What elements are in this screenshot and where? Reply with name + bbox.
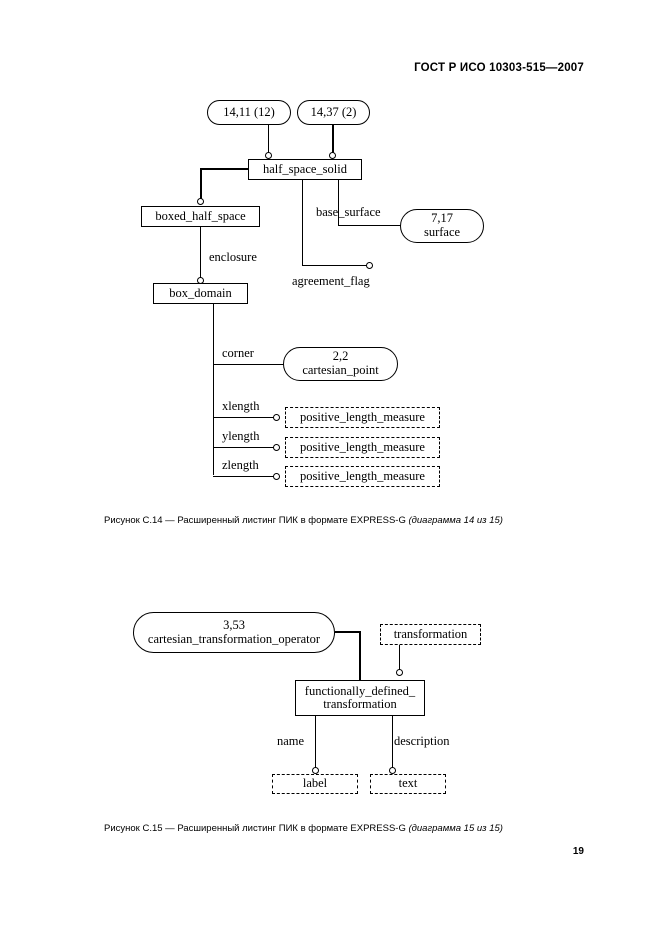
node-positive-length-measure-1: positive_length_measure — [285, 407, 440, 428]
edge-agreement-flag-h — [302, 265, 368, 267]
standard-header: ГОСТ Р ИСО 10303-515—2007 — [414, 62, 584, 74]
edge-ref1437-to-halfspacesolid — [332, 125, 335, 155]
node-positive-length-measure-2: positive_length_measure — [285, 437, 440, 458]
edge-ref1411-to-halfspacesolid — [268, 125, 270, 155]
node-box-domain: box_domain — [153, 283, 248, 304]
edge-label-base-surface: base_surface — [316, 205, 381, 219]
node-cartesian-point-ref: 2,2 cartesian_point — [283, 347, 398, 381]
edge-label-name: name — [277, 734, 305, 748]
edge-label-corner: corner — [222, 346, 254, 360]
edge-name — [315, 716, 317, 770]
edge-transformation-to-fdt — [399, 645, 401, 671]
figure-14-caption: Рисунок С.14 — Расширенный листинг ПИК в… — [104, 515, 503, 526]
node-half-space-solid: half_space_solid — [248, 159, 362, 180]
figure-14-caption-suffix: (диаграмма 14 из 15) — [408, 515, 503, 526]
edge-cto-to-fdt-v — [359, 631, 362, 681]
relation-circle-xlength — [273, 414, 280, 421]
relation-circle-ref1437 — [329, 152, 336, 159]
node-positive-length-measure-3: positive_length_measure — [285, 466, 440, 487]
node-transformation: transformation — [380, 624, 481, 645]
relation-circle-transformation — [396, 669, 403, 676]
edge-label-agreement-flag: agreement_flag — [292, 274, 370, 288]
relation-circle-boxedhalfspace — [197, 198, 204, 205]
page-number: 19 — [572, 846, 584, 857]
edge-label-zlength: zlength — [222, 458, 259, 472]
node-ref-14-11: 14,11 (12) — [207, 100, 291, 125]
edge-label-xlength: xlength — [222, 399, 260, 413]
node-text: text — [370, 774, 446, 794]
node-boxed-half-space: boxed_half_space — [141, 206, 260, 227]
relation-circle-ylength — [273, 444, 280, 451]
edge-description — [392, 716, 394, 770]
figure-15-caption: Рисунок С.15 — Расширенный листинг ПИК в… — [104, 823, 503, 834]
edge-label-description: description — [394, 734, 450, 748]
edge-halfspacesolid-to-boxedhalfspace-h — [200, 168, 249, 171]
relation-circle-zlength — [273, 473, 280, 480]
edge-agreement-flag-v — [302, 180, 304, 266]
node-ref-14-37: 14,37 (2) — [297, 100, 370, 125]
node-functionally-defined-transformation: functionally_defined_ transformation — [295, 680, 425, 716]
edge-label-enclosure: enclosure — [209, 250, 257, 264]
relation-circle-ref1411 — [265, 152, 272, 159]
edge-corner-h — [213, 364, 284, 366]
figure-15-caption-text: Рисунок С.15 — Расширенный листинг ПИК в… — [104, 823, 409, 834]
relation-circle-description — [389, 767, 396, 774]
edge-label-ylength: ylength — [222, 429, 260, 443]
edge-base-surface-v — [338, 180, 340, 226]
edge-xlength-h — [213, 417, 274, 419]
node-cartesian-transformation-operator-ref: 3,53 cartesian_transformation_operator — [133, 612, 335, 653]
edge-base-surface-h — [338, 225, 401, 227]
node-label: label — [272, 774, 358, 794]
relation-circle-name — [312, 767, 319, 774]
edge-box-domain-trunk — [213, 304, 215, 475]
edge-ylength-h — [213, 447, 274, 449]
relation-circle-agreement-flag — [366, 262, 373, 269]
edge-zlength-h — [213, 476, 274, 478]
edge-cto-to-fdt-h — [335, 631, 361, 634]
figure-14-caption-text: Рисунок С.14 — Расширенный листинг ПИК в… — [104, 515, 409, 526]
node-surface-ref: 7,17 surface — [400, 209, 484, 243]
edge-enclosure — [200, 227, 202, 280]
figure-15-caption-suffix: (диаграмма 15 из 15) — [408, 823, 503, 834]
edge-halfspacesolid-to-boxedhalfspace-v — [200, 168, 203, 201]
